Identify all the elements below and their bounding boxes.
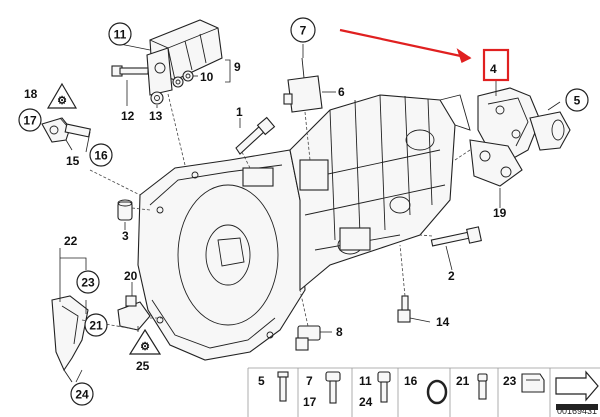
svg-text:16: 16 [94, 149, 108, 163]
callout-25[interactable]: 25 [136, 359, 150, 373]
svg-text:24: 24 [359, 395, 373, 409]
part-14-plug [397, 295, 411, 323]
callout-6[interactable]: 6 [338, 85, 345, 99]
callout-7[interactable]: 7 [290, 17, 316, 43]
leader-lines [59, 43, 561, 383]
callout-23[interactable]: 23 [76, 270, 100, 294]
svg-text:17: 17 [303, 395, 317, 409]
callout-22[interactable]: 22 [64, 234, 78, 248]
callout-17[interactable]: 17 [18, 108, 42, 132]
part-13-washer [150, 91, 164, 105]
part-20-sensor [117, 295, 151, 331]
callout-21[interactable]: 21 [84, 313, 108, 337]
part-8-switch [295, 325, 321, 351]
part-1-bolt [235, 116, 276, 155]
callout-8[interactable]: 8 [336, 325, 343, 339]
callout-10[interactable]: 10 [200, 70, 214, 84]
svg-text:⚙: ⚙ [57, 95, 67, 107]
legend-item-23[interactable]: 23 [503, 373, 545, 393]
svg-text:5: 5 [574, 94, 581, 108]
svg-text:⚙: ⚙ [140, 341, 150, 353]
highlight-arrow [339, 28, 472, 64]
legend-item-11-24[interactable]: 11 24 [359, 371, 391, 409]
part-6-sensor [283, 57, 323, 113]
part-3-sleeve [117, 199, 133, 221]
legend-strip [247, 367, 600, 417]
callout-3[interactable]: 3 [122, 229, 129, 243]
callout-16[interactable]: 16 [89, 143, 113, 167]
callout-1[interactable]: 1 [236, 105, 243, 119]
callout-24[interactable]: 24 [70, 382, 94, 406]
callout-2[interactable]: 2 [448, 269, 455, 283]
part-2-bolt [430, 226, 482, 247]
callout-14[interactable]: 14 [436, 315, 450, 329]
callout-18[interactable]: 18 [24, 87, 38, 101]
svg-text:16: 16 [404, 374, 418, 388]
catalog-number: 00169431 [556, 406, 597, 416]
part-22-bracket [51, 295, 89, 383]
legend-item-21[interactable]: 21 [456, 373, 488, 400]
part-12-bolt [111, 65, 149, 77]
callout-15[interactable]: 15 [66, 154, 80, 168]
callout-18-warning-triangle: ⚙ [46, 82, 78, 109]
callout-25-warning-triangle: ⚙ [128, 328, 162, 355]
callout-20[interactable]: 20 [124, 269, 138, 283]
highlight-box [482, 48, 510, 82]
callout-11[interactable]: 11 [108, 22, 132, 46]
svg-text:23: 23 [81, 276, 95, 290]
svg-text:21: 21 [89, 319, 103, 333]
svg-text:24: 24 [75, 388, 89, 402]
part-9-actuator [146, 19, 223, 96]
svg-text:23: 23 [503, 374, 517, 388]
svg-text:11: 11 [359, 374, 372, 388]
callout-13[interactable]: 13 [149, 109, 163, 123]
callout-4[interactable]: 4 [490, 62, 497, 76]
callout-19[interactable]: 19 [493, 206, 507, 220]
legend-item-5[interactable]: 5 [258, 371, 289, 402]
svg-text:7: 7 [306, 374, 313, 388]
part-19-bracket [469, 139, 523, 187]
legend-item-7-17[interactable]: 7 17 [303, 371, 341, 409]
svg-text:7: 7 [300, 24, 307, 38]
part-15-sensor [41, 117, 91, 143]
legend-item-16[interactable]: 16 [404, 374, 448, 405]
part-4-transmission-mount [477, 87, 571, 161]
svg-text:5: 5 [258, 374, 265, 388]
svg-text:17: 17 [23, 114, 37, 128]
gearbox-housing [137, 94, 471, 361]
legend-arrow-icon [555, 370, 599, 410]
callout-5[interactable]: 5 [565, 88, 589, 112]
callout-9[interactable]: 9 [234, 60, 241, 74]
svg-text:21: 21 [456, 374, 470, 388]
svg-text:11: 11 [114, 28, 127, 42]
callout-12[interactable]: 12 [121, 109, 135, 123]
